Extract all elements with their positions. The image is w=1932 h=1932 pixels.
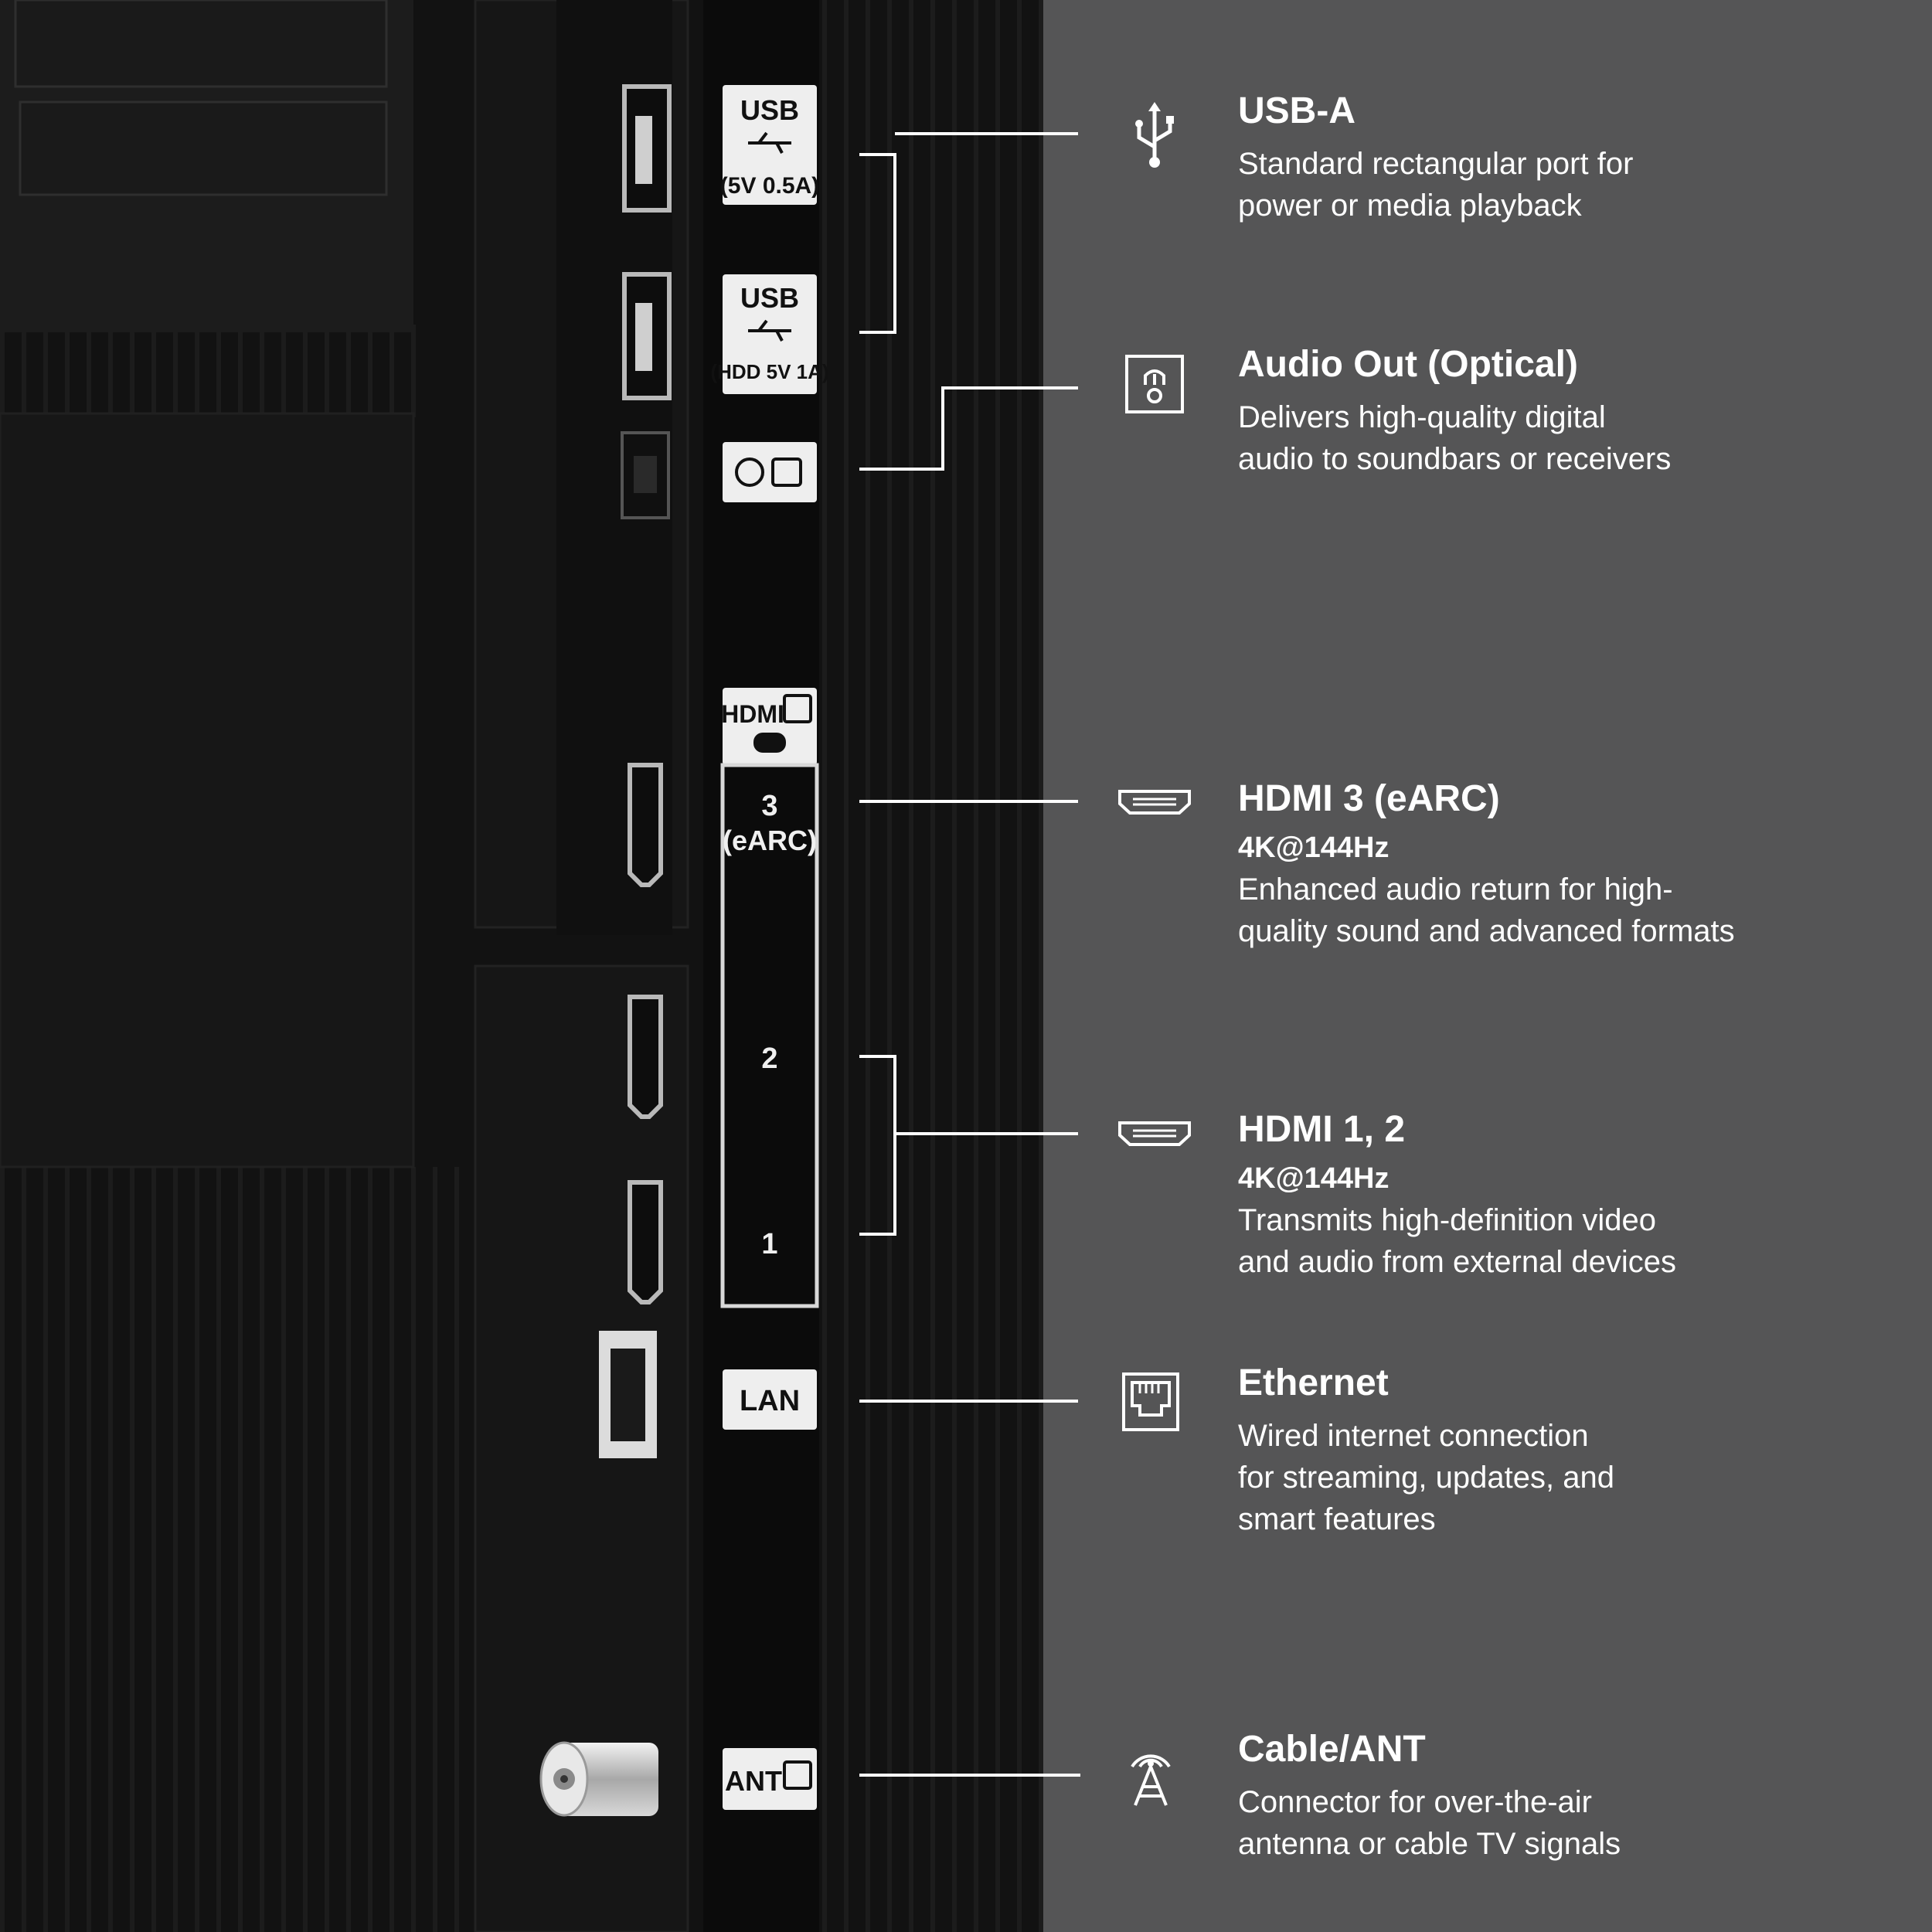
port-spec: 4K@144Hz: [1238, 831, 1389, 864]
tv-label-usb1-top: USB: [740, 94, 799, 126]
usb-symbol-icon: [748, 319, 791, 342]
optical-audio-icon: [1125, 355, 1184, 413]
tv-label-hdmi-header: HDMI: [721, 700, 784, 728]
port-description: Delivers high-quality digital audio to s…: [1238, 400, 1672, 476]
port-description: Connector for over-the-air antenna or ca…: [1238, 1784, 1621, 1861]
right-info-panel: [1043, 0, 1932, 1932]
port-title: HDMI 3 (eARC): [1238, 778, 1500, 819]
port-spec: 4K@144Hz: [1238, 1162, 1389, 1195]
port-info-audio-out: Audio Out (Optical) Delivers high-qualit…: [1238, 344, 1903, 480]
port-info-hdmi12: HDMI 1, 2 4K@144Hz Transmits high-defini…: [1238, 1109, 1903, 1283]
tv-label-hdmi3-earc: (eARC): [723, 825, 817, 856]
tv-label-hdmi3-number: 3: [761, 790, 777, 822]
tv-rear-panel: USB (5V 0.5A) USB (HDD 5V 1A) HDMI: [0, 0, 1043, 1932]
usb-symbol-icon: [748, 131, 791, 154]
usb-icon: [1135, 102, 1174, 168]
tv-label-hdmi2-number: 2: [761, 1043, 777, 1075]
port-title: Audio Out (Optical): [1238, 344, 1578, 385]
port-description: Enhanced audio return for high- quality …: [1238, 872, 1735, 949]
input-arrow-icon: [783, 694, 812, 723]
port-description: Standard rectangular port for power or m…: [1238, 146, 1634, 223]
port-title: USB-A: [1238, 90, 1355, 131]
port-info-ethernet: Ethernet Wired internet connection for s…: [1238, 1362, 1903, 1540]
port-info-hdmi3: HDMI 3 (eARC) 4K@144Hz Enhanced audio re…: [1238, 778, 1903, 952]
antenna-icon: [1131, 1754, 1171, 1806]
game-controller-icon: [753, 733, 786, 753]
tv-label-usb2-top: USB: [740, 282, 799, 314]
tv-label-usb1-bottom: (5V 0.5A): [720, 173, 819, 199]
port-title: Ethernet: [1238, 1362, 1389, 1403]
port-description: Wired internet connection for streaming,…: [1238, 1418, 1614, 1536]
port-title: Cable/ANT: [1238, 1729, 1426, 1770]
port-description: Transmits high-definition video and audi…: [1238, 1203, 1676, 1280]
tv-label-ant: ANT: [725, 1765, 782, 1797]
hdmi-icon: [1118, 1121, 1191, 1146]
port-info-cable-ant: Cable/ANT Connector for over-the-air ant…: [1238, 1729, 1903, 1865]
ethernet-icon: [1122, 1372, 1179, 1431]
tv-label-lan: LAN: [740, 1385, 800, 1417]
input-arrow-icon: [783, 1760, 812, 1790]
port-title: HDMI 1, 2: [1238, 1109, 1406, 1150]
tv-label-hdmi1-number: 1: [761, 1228, 777, 1260]
port-info-usb-a: USB-A Standard rectangular port for powe…: [1238, 90, 1903, 226]
optical-symbol-icon: [735, 457, 802, 487]
hdmi-icon: [1118, 790, 1191, 815]
tv-label-usb2-bottom: (HDD 5V 1A): [710, 360, 828, 383]
